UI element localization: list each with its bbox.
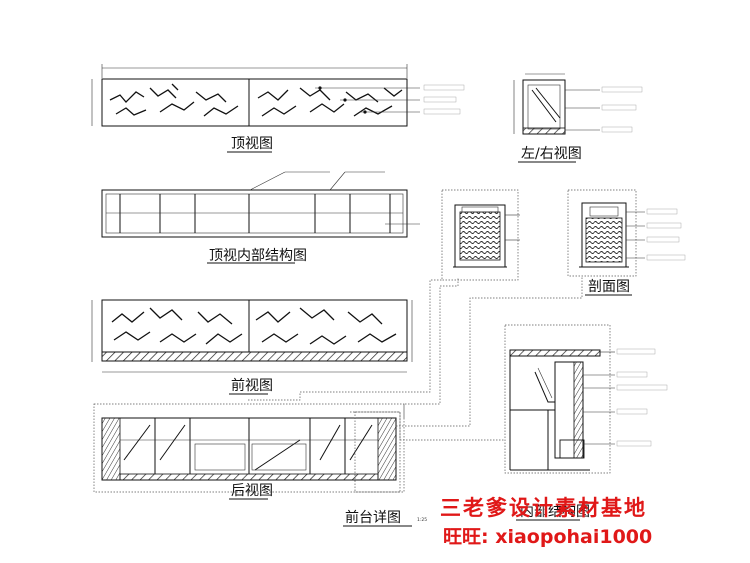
section-view: 剖面图 [567,189,686,296]
watermark-line2: 旺旺: xiaopohai1000 [443,526,652,548]
cabinet-section-left [441,189,520,281]
front-view: 前视图 [91,299,413,395]
internal-structure-view-title: 内部结构图 [520,504,590,520]
section-view-title: 剖面图 [588,279,630,295]
rear-view-title: 后视图 [231,483,273,499]
top-view-title: 顶视图 [231,136,273,152]
top-internal-view-title: 顶视内部结构图 [209,248,307,264]
side-view-title: 左/右视图 [521,146,582,162]
front-view-title: 前视图 [231,377,273,394]
rear-view: 后视图 [93,403,405,500]
scale-note: 1:25 [417,517,427,523]
watermark-line1: 三老爹设计素材基地 [440,496,647,520]
detail-title: 前台详图 [345,509,401,526]
internal-structure-view: 内部结构图 [504,324,668,521]
top-view: 顶视图 [91,64,465,153]
top-internal-view: 顶视内部结构图 [101,171,420,264]
callout-lines [248,276,583,493]
side-view: 左/右视图 [513,73,643,163]
